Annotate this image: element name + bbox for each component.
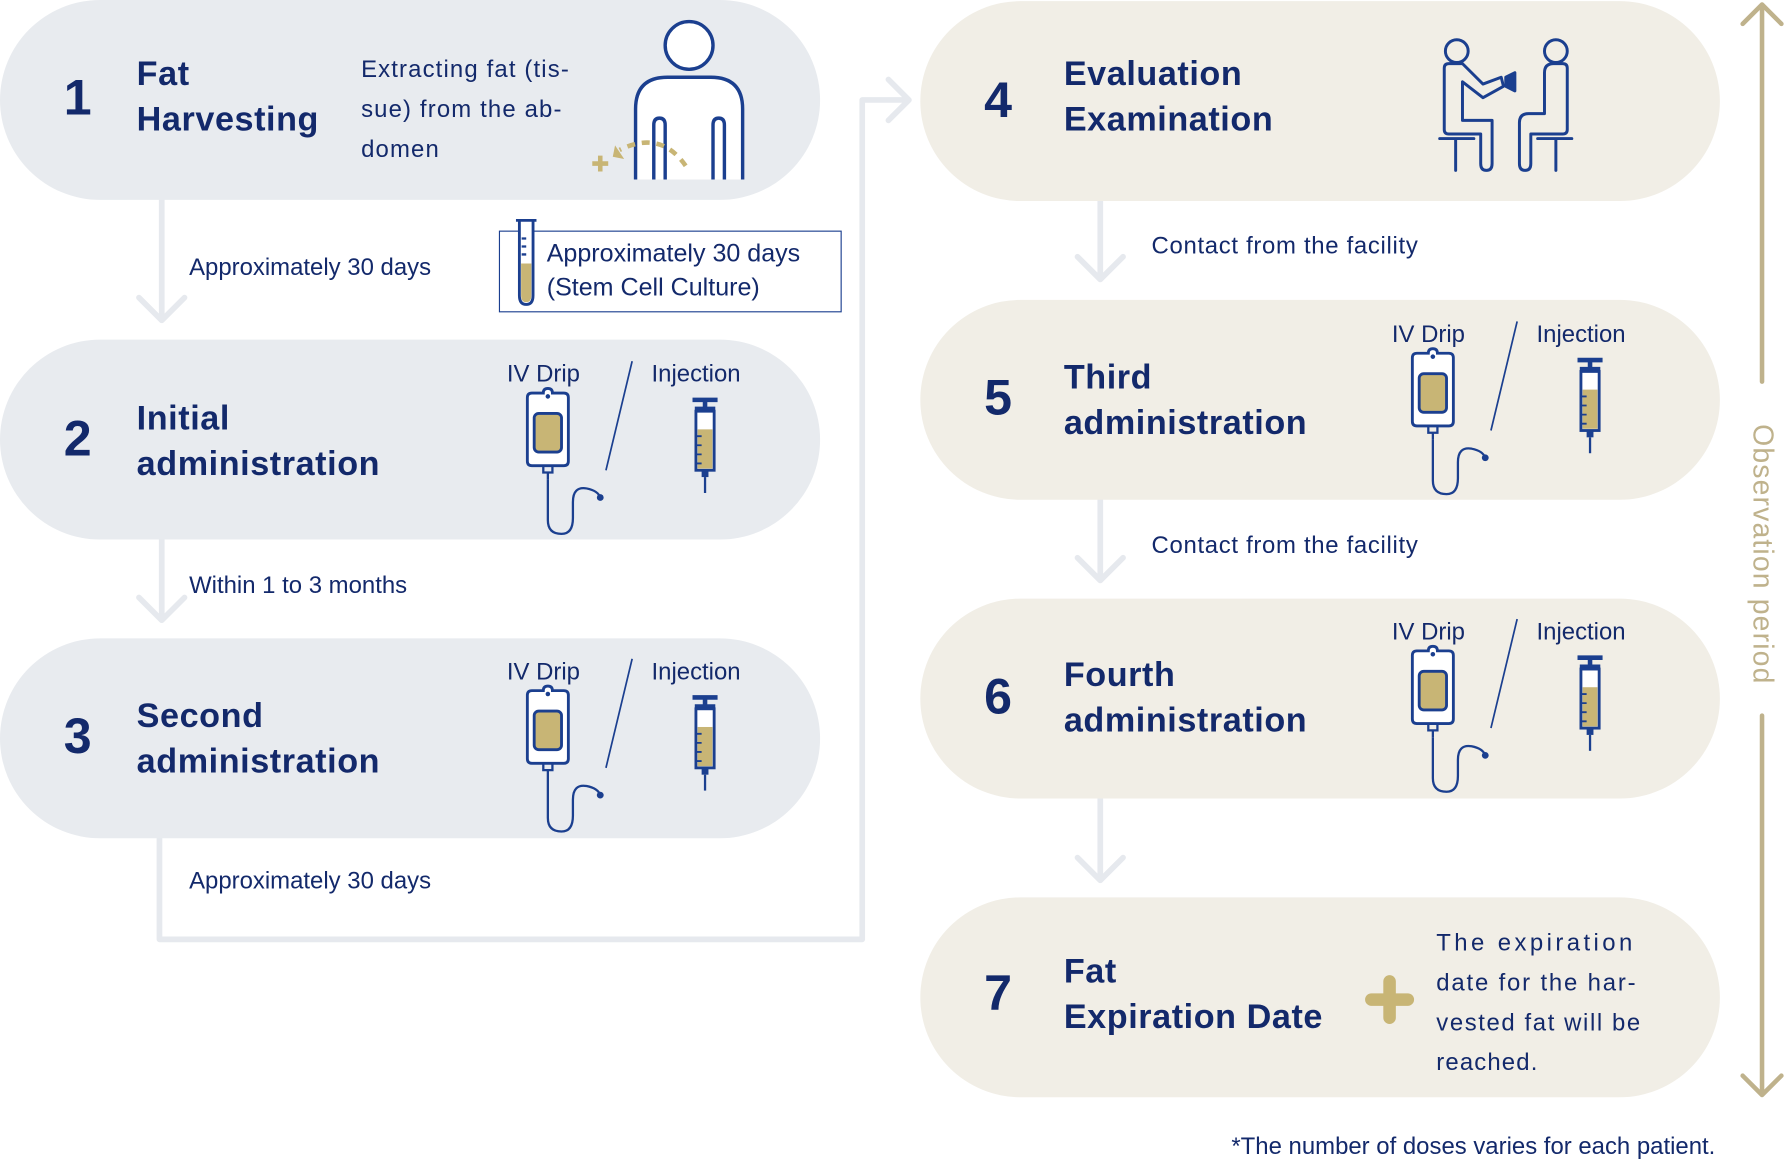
step-3-card: [0, 638, 821, 839]
step-1-desc-line1: Extracting fat (tis-: [361, 56, 570, 83]
observation-period-label: Observation period: [1746, 424, 1779, 685]
step-6-iv-drip-label: IV Drip: [1391, 619, 1465, 646]
transition-2-3-label: Within 1 to 3 months: [189, 572, 408, 599]
step-4-title-line2: Examination: [1063, 101, 1274, 139]
step-1-desc-line3: domen: [361, 136, 440, 163]
step-7-title-line2: Expiration Date: [1063, 998, 1324, 1036]
step-2-iv-drip-label: IV Drip: [506, 361, 580, 388]
step-1-title-line2: Harvesting: [136, 101, 319, 139]
step-7-desc-line2: date for the har-: [1436, 970, 1638, 997]
connector-4-5: [1074, 192, 1126, 283]
step-6-treatment-icons: [1403, 619, 1619, 801]
connector-2-3: [136, 531, 188, 624]
person-abdomen-icon: [592, 19, 745, 180]
step-7-desc-line1: The expiration: [1436, 930, 1636, 957]
step-3-treatment-icons: [518, 659, 734, 841]
step-6-injection-label: Injection: [1536, 619, 1626, 646]
connector-3-4: [156, 76, 912, 943]
step-2-number: 2: [63, 411, 92, 467]
connector-1-2: [136, 190, 188, 324]
step-5-treatment-icons: [1403, 321, 1619, 503]
step-5-title-line1: Third: [1063, 358, 1153, 397]
step-2-title-line2: administration: [136, 445, 381, 483]
stem-cell-culture-box: [498, 230, 842, 313]
step-3-title-line2: administration: [136, 742, 381, 781]
step-7-title-line1: Fat: [1063, 953, 1117, 991]
step-6-title-line1: Fourth: [1063, 656, 1176, 695]
plus-icon: [1365, 975, 1415, 1025]
step-4-title-line1: Evaluation: [1063, 55, 1243, 94]
step-2-injection-label: Injection: [651, 361, 741, 388]
footnote: *The number of doses varies for each pat…: [1231, 1133, 1716, 1160]
step-3-title-line1: Second: [136, 697, 264, 735]
step-1-title-line1: Fat: [136, 55, 190, 94]
step-7-number: 7: [984, 965, 1012, 1022]
transition-3-4-label: Approximately 30 days: [189, 867, 432, 894]
stem-cell-line1: Approximately 30 days: [546, 238, 801, 267]
step-4-number: 4: [984, 72, 1012, 129]
transition-5-6-label: Contact from the facility: [1151, 532, 1419, 559]
iv-drip-and-syringe-icon: [527, 659, 717, 832]
step-2-treatment-icons: [518, 361, 734, 543]
step-1-number: 1: [63, 70, 92, 127]
iv-drip-and-syringe-icon: [1412, 321, 1602, 494]
iv-drip-and-syringe-icon: [1412, 619, 1602, 792]
step-7-card: [920, 897, 1720, 1098]
step-5-title-line2: administration: [1063, 404, 1308, 442]
step-4-card: [920, 1, 1720, 202]
connector-5-6: [1074, 492, 1126, 584]
observation-period-arrow: [1740, 2, 1784, 1098]
step-2-card: [0, 339, 821, 540]
step-7-desc-line3: vested fat will be: [1436, 1009, 1642, 1036]
step-5-iv-drip-label: IV Drip: [1391, 321, 1465, 348]
step-7-desc-line4: reached.: [1436, 1049, 1539, 1076]
step-3-number: 3: [63, 708, 92, 765]
transition-1-2-label: Approximately 30 days: [189, 254, 432, 281]
step-6-title-line2: administration: [1063, 701, 1308, 740]
step-1-desc-line2: sue) from the ab-: [361, 96, 563, 123]
step-5-number: 5: [984, 370, 1012, 426]
step-6-number: 6: [984, 669, 1012, 725]
transition-4-5-label: Contact from the facility: [1151, 232, 1419, 259]
iv-drip-and-syringe-icon: [527, 361, 717, 534]
step-5-injection-label: Injection: [1536, 321, 1626, 348]
connector-6-7: [1074, 792, 1126, 884]
stem-cell-line2: (Stem Cell Culture): [546, 272, 760, 302]
step-2-title-line1: Initial: [136, 399, 230, 438]
consultation-icon: [1438, 38, 1574, 172]
test-tube-icon: [515, 218, 537, 306]
step-3-iv-drip-label: IV Drip: [506, 658, 580, 685]
step-3-injection-label: Injection: [651, 658, 741, 685]
